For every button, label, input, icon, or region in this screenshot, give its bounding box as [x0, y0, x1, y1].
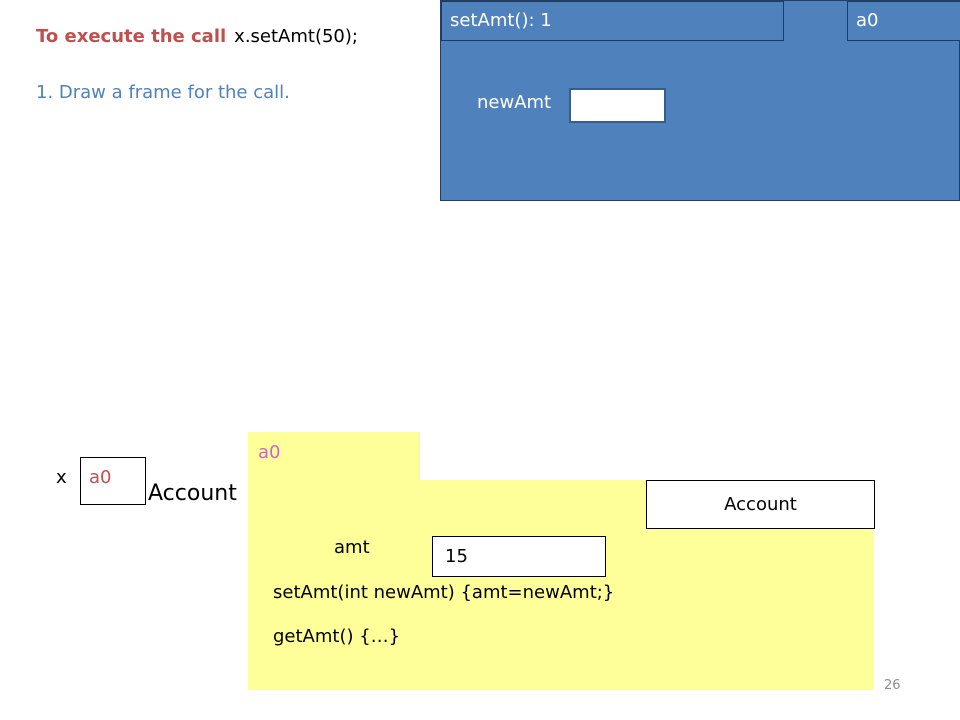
- call-expression: x.setAmt(50);: [234, 26, 358, 47]
- object-class-box: Account: [646, 480, 875, 529]
- variable-x-box: a0: [80, 457, 146, 505]
- call-frame: setAmt(): 1 a0 newAmt: [440, 0, 960, 201]
- object-tab: [248, 432, 420, 482]
- method-setamt: setAmt(int newAmt) {amt=newAmt;}: [273, 582, 615, 603]
- step-instruction: 1. Draw a frame for the call.: [36, 82, 290, 103]
- frame-scope-tab: a0: [847, 1, 960, 41]
- field-amt-label: amt: [334, 537, 370, 558]
- field-amt-box: 15: [432, 536, 606, 577]
- variable-x-type: Account: [148, 481, 237, 506]
- object-name: a0: [258, 442, 281, 463]
- frame-name-tab: setAmt(): 1: [441, 1, 784, 41]
- method-getamt: getAmt() {…}: [273, 626, 401, 647]
- variable-x-label: x: [56, 467, 67, 488]
- call-heading: To execute the call x.setAmt(50);: [36, 24, 358, 50]
- slide-number: 26: [884, 678, 901, 693]
- frame-parameter-label: newAmt: [477, 92, 552, 113]
- call-heading-prefix: To execute the call: [36, 26, 227, 47]
- frame-parameter-box: [569, 88, 666, 123]
